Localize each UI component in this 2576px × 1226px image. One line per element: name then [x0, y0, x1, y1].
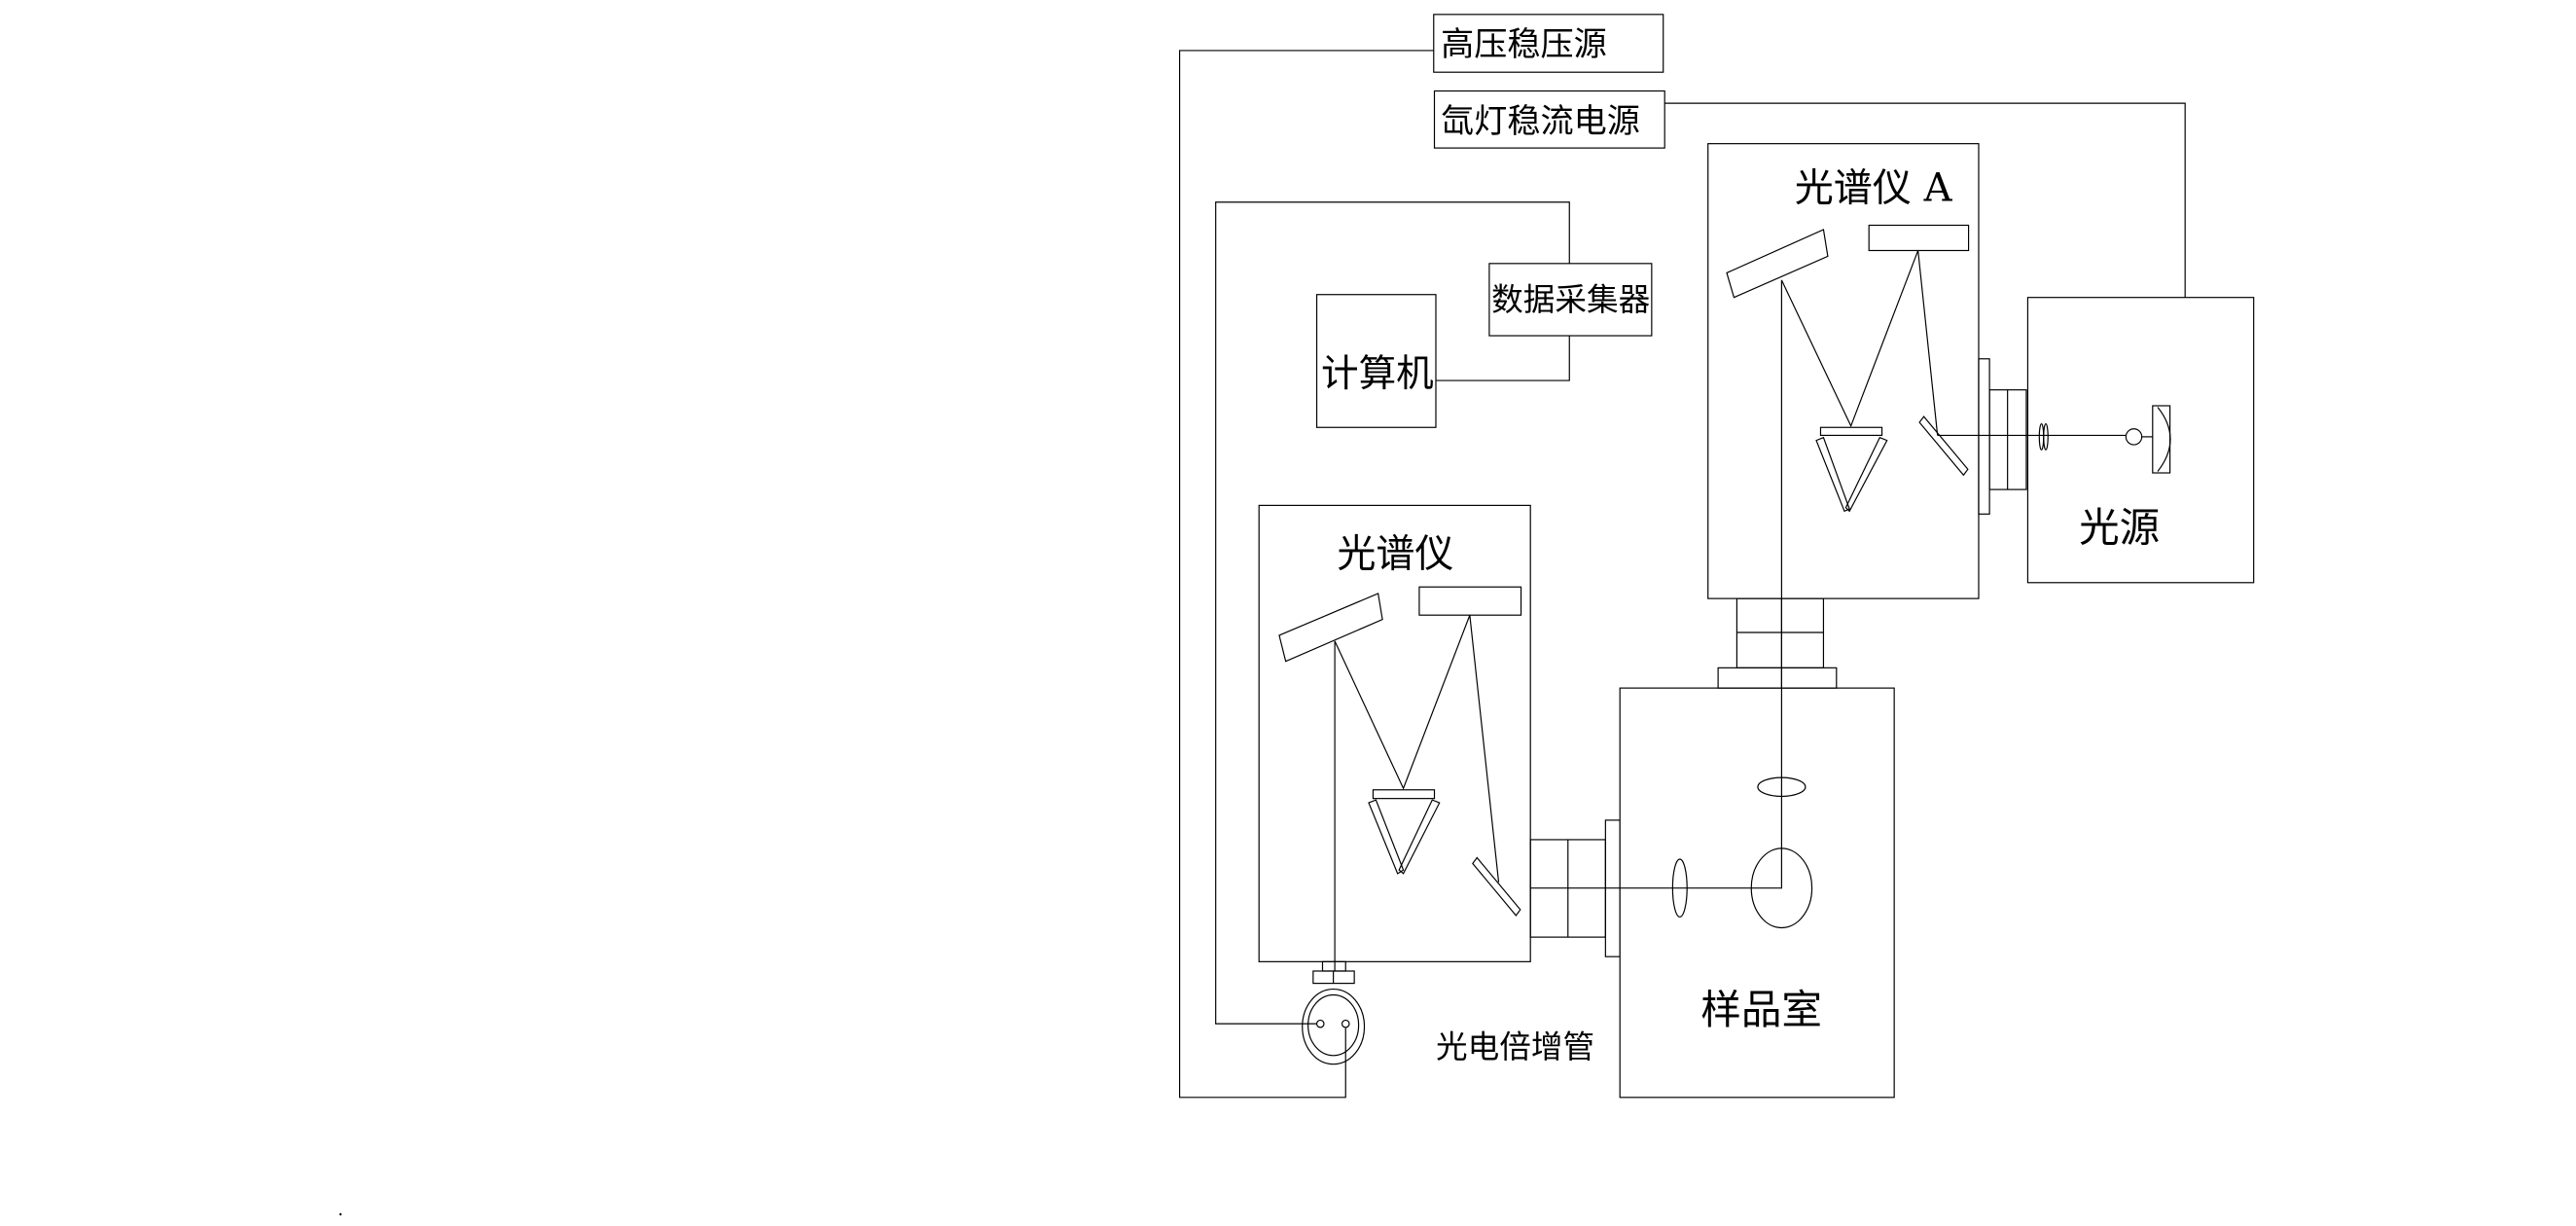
coupler-top	[1717, 597, 1838, 689]
grating-mirror	[1726, 229, 1829, 299]
prism-icon	[1815, 426, 1888, 513]
spectrometer: 光谱仪	[1258, 504, 1531, 971]
xenon-supply-label: 氙灯稳流电源	[1441, 102, 1640, 141]
small-mirror	[1918, 415, 1969, 477]
small-mirror	[1472, 856, 1521, 917]
sample-chamber: 样品室	[1530, 279, 1895, 1099]
daq-computer-wire	[1435, 336, 1570, 381]
sample-chamber-label: 样品室	[1700, 986, 1822, 1033]
spectrometer-a-label: 光谱仪 A	[1795, 165, 1953, 210]
pmt-label: 光电倍增管	[1436, 1028, 1594, 1065]
light-source-label: 光源	[2079, 504, 2160, 552]
data-acquisition-box: 数据采集器	[1488, 263, 1653, 337]
signal-wire	[1215, 201, 1570, 1025]
daq-label: 数据采集器	[1491, 281, 1650, 318]
computer-box: 计算机	[1315, 294, 1437, 428]
coupler-right	[1978, 358, 2027, 515]
xenon-power-supply: 氙灯稳流电源	[1433, 90, 1665, 149]
photomultiplier-tube: 光电倍增管	[1302, 960, 1594, 1065]
light-source: 光源	[2025, 297, 2255, 584]
spectrometer-a: 光谱仪 A	[1707, 143, 1980, 599]
light-path	[1334, 614, 1500, 883]
grating-mirror	[1278, 593, 1383, 663]
prism-icon	[1368, 789, 1441, 875]
flat-mirror	[1868, 224, 1970, 252]
hv-power-supply: 高压稳压源	[1433, 14, 1664, 73]
stray-dot	[339, 1212, 342, 1216]
hv-wire	[1178, 50, 1434, 1099]
spectrometer-label: 光谱仪	[1337, 531, 1453, 576]
xenon-wire	[1664, 102, 2186, 298]
hv-supply-label: 高压稳压源	[1441, 25, 1607, 64]
light-path	[1780, 250, 1939, 436]
computer-label: 计算机	[1321, 352, 1434, 396]
